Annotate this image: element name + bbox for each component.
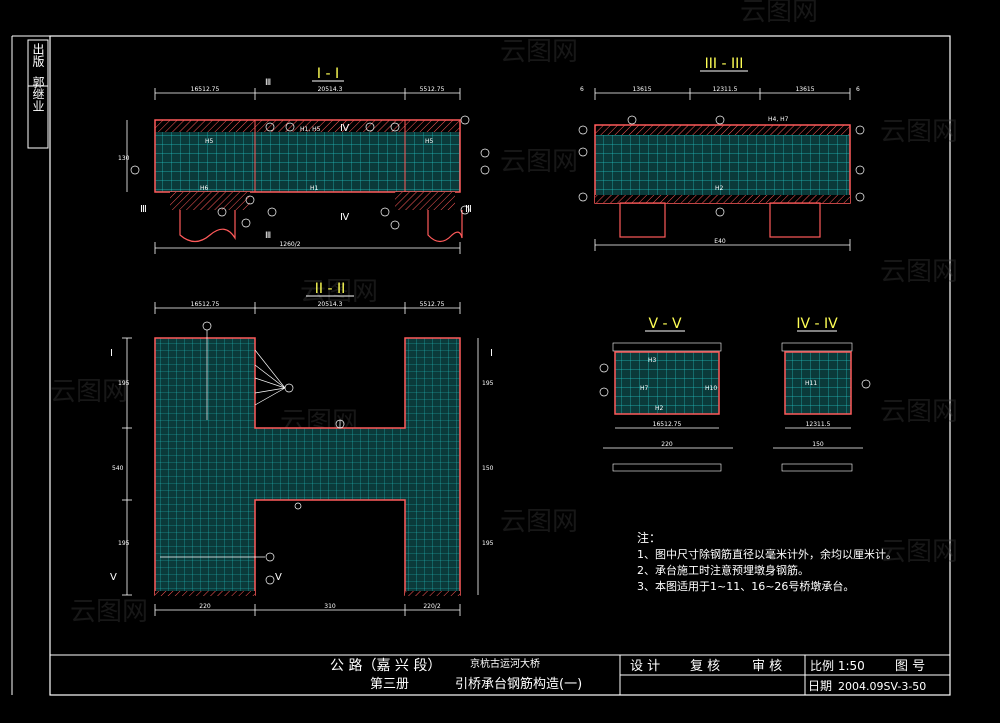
- section-4-grid: [785, 352, 851, 414]
- note-line-2: 2、承台施工时注意预埋墩身钢筋。: [637, 563, 809, 577]
- svg-text:16512.75: 16512.75: [191, 301, 220, 308]
- svg-text:Ⅲ: Ⅲ: [265, 231, 271, 241]
- svg-text:H3: H3: [648, 357, 657, 364]
- section-1-title: I - I: [317, 66, 339, 82]
- section-5-grid: [615, 352, 719, 414]
- svg-text:16512.75: 16512.75: [653, 421, 682, 428]
- title-drawing-title: 引桥承台钢筋构造(一): [455, 676, 582, 692]
- section-1-1: I - I 16512.75 20514.3 5512.75 H5 H5 H1,…: [118, 66, 490, 254]
- svg-text:H5: H5: [205, 138, 214, 145]
- note-line-3: 3、本图适用于1~11、16~26号桥墩承台。: [637, 579, 854, 593]
- section-3-title: III - III: [705, 56, 744, 72]
- title-bridge: 京杭古运河大桥: [470, 657, 540, 670]
- svg-text:5512.75: 5512.75: [420, 301, 445, 308]
- section-2-title: II - II: [315, 281, 345, 297]
- notes: 注： 1、图中尺寸除钢筋直径以毫米计外，余均以厘米计。 2、承台施工时注意预埋墩…: [637, 530, 897, 593]
- svg-text:Ⅳ: Ⅳ: [340, 123, 350, 134]
- svg-text:V: V: [275, 572, 282, 583]
- svg-text:云图网: 云图网: [500, 37, 578, 67]
- svg-text:云图网: 云图网: [740, 0, 818, 27]
- svg-text:云图网: 云图网: [50, 377, 128, 407]
- svg-text:Ⅲ: Ⅲ: [465, 204, 472, 215]
- svg-text:12311.5: 12311.5: [806, 421, 831, 428]
- svg-text:云图网: 云图网: [880, 117, 958, 147]
- plan-h-shape: [154, 337, 461, 596]
- svg-text:H10: H10: [705, 385, 717, 392]
- svg-text:195: 195: [118, 540, 130, 547]
- svg-text:195: 195: [482, 540, 494, 547]
- svg-text:Ⅲ: Ⅲ: [265, 78, 271, 88]
- svg-text:310: 310: [324, 603, 336, 610]
- drawing-border: [49, 35, 951, 696]
- svg-text:Ⅲ: Ⅲ: [140, 204, 147, 215]
- stamp-publisher: 出版: [31, 43, 45, 68]
- svg-text:20514.3: 20514.3: [318, 301, 343, 308]
- svg-text:云图网: 云图网: [70, 597, 148, 627]
- design-label: 设 计: [630, 659, 660, 674]
- drawing-no: 2004.09SV-3-50: [838, 680, 926, 693]
- section-4-4: IV - IV H11 12311.5 150: [773, 316, 871, 472]
- svg-text:H1: H1: [310, 185, 319, 192]
- side-stamp: 出版 郭继业: [27, 39, 49, 149]
- svg-text:H7: H7: [640, 385, 649, 392]
- svg-text:H5: H5: [425, 138, 434, 145]
- section-1-bottom-dim: 1260/2: [279, 241, 300, 248]
- svg-text:Ⅰ: Ⅰ: [490, 348, 493, 359]
- svg-text:V: V: [110, 572, 117, 583]
- svg-text:6: 6: [580, 86, 584, 93]
- svg-text:12311.5: 12311.5: [713, 86, 738, 93]
- svg-text:云图网: 云图网: [880, 537, 958, 567]
- scale-label: 比例 1:50: [810, 659, 865, 673]
- svg-text:195: 195: [482, 380, 494, 387]
- svg-text:云图网: 云图网: [880, 397, 958, 427]
- title-volume: 第三册: [370, 677, 409, 692]
- svg-text:220: 220: [661, 441, 673, 448]
- svg-text:E40: E40: [714, 238, 726, 245]
- watermark: 云图网 云图网 云图网 云图网 云图网 云图网 云图网 云图网 云图网 云图网 …: [50, 0, 958, 627]
- title-project: 公 路（嘉 兴 段）: [330, 658, 441, 674]
- svg-text:H2: H2: [715, 185, 724, 192]
- section-5-5: V - V H3 H2 H7 H10 16512.75 220: [599, 316, 733, 472]
- audit-label: 审 核: [752, 659, 782, 674]
- svg-text:H1, H5: H1, H5: [300, 126, 321, 133]
- section-3-3: III - III 6 13615 12311.5 13615 6 H4, H7…: [578, 56, 865, 251]
- section-5-title: V - V: [648, 316, 682, 332]
- title-block: 公 路（嘉 兴 段） 京杭古运河大桥 第三册 引桥承台钢筋构造(一) 设 计 复…: [50, 654, 950, 695]
- svg-text:云图网: 云图网: [500, 147, 578, 177]
- svg-text:H11: H11: [805, 380, 817, 387]
- svg-text:220: 220: [199, 603, 211, 610]
- svg-text:13615: 13615: [795, 86, 814, 93]
- notes-title: 注：: [637, 530, 661, 545]
- svg-text:540: 540: [112, 465, 124, 472]
- svg-text:195: 195: [118, 380, 130, 387]
- svg-text:Ⅳ: Ⅳ: [340, 212, 350, 223]
- svg-text:150: 150: [482, 465, 494, 472]
- svg-text:20514.3: 20514.3: [318, 86, 343, 93]
- stamp-person: 郭继业: [31, 76, 45, 112]
- svg-text:16512.75: 16512.75: [191, 86, 220, 93]
- svg-text:H2: H2: [655, 405, 664, 412]
- section-4-title: IV - IV: [796, 316, 838, 332]
- svg-text:H6: H6: [200, 185, 209, 192]
- svg-text:云图网: 云图网: [880, 257, 958, 287]
- section-1-grid: [155, 132, 460, 192]
- svg-text:150: 150: [812, 441, 824, 448]
- svg-text:云图网: 云图网: [500, 507, 578, 537]
- date-label: 日期: [808, 679, 832, 693]
- svg-text:220/2: 220/2: [423, 603, 440, 610]
- svg-text:云图网: 云图网: [300, 277, 378, 307]
- svg-text:13615: 13615: [632, 86, 651, 93]
- note-line-1: 1、图中尺寸除钢筋直径以毫米计外，余均以厘米计。: [637, 547, 897, 561]
- section-2-2: II - II 16512.75 20514.3 5512.75: [110, 281, 494, 616]
- svg-text:130: 130: [118, 155, 130, 162]
- review-label: 复 核: [690, 659, 720, 674]
- svg-text:H4, H7: H4, H7: [768, 116, 789, 123]
- section-3-grid: [595, 135, 850, 195]
- drawing-no-label: 图 号: [895, 659, 925, 674]
- svg-text:5512.75: 5512.75: [420, 86, 445, 93]
- svg-text:6: 6: [856, 86, 860, 93]
- svg-text:Ⅰ: Ⅰ: [110, 348, 113, 359]
